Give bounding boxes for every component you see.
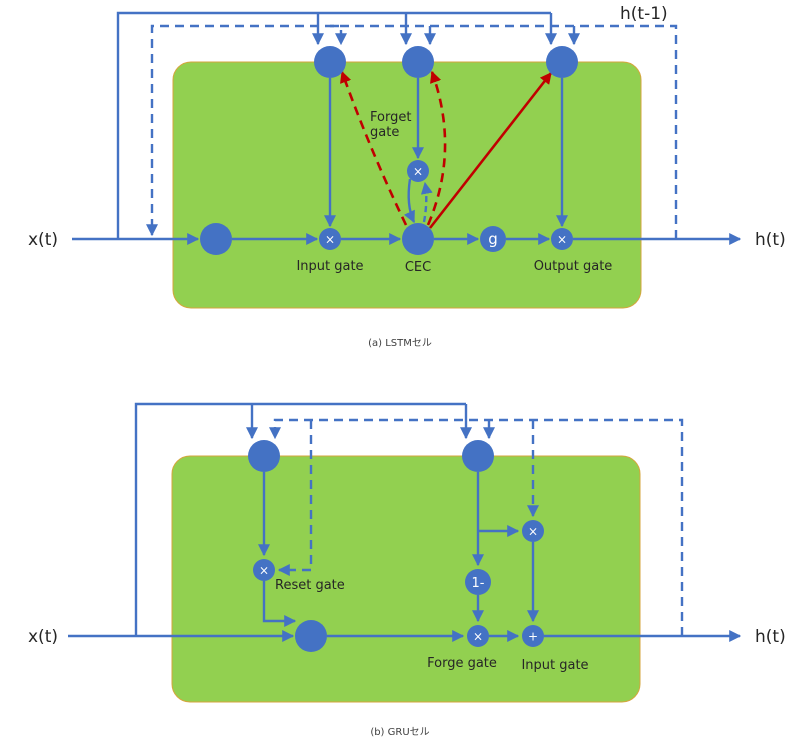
gru-reset-gate-label: Reset gate	[275, 578, 345, 593]
gru-forge-gate-label: Forge gate	[427, 656, 497, 671]
gru-reset-gate-node	[248, 440, 280, 472]
gru-forge-multiply-node	[467, 625, 489, 647]
lstm-cec-loop-down	[403, 178, 416, 224]
gru-multiply-symbol-input: ×	[528, 525, 538, 539]
lstm-input-gate-node	[314, 46, 346, 78]
gru-update-gate-node	[462, 440, 494, 472]
lstm-multiply-symbol-input: ×	[325, 233, 335, 247]
gru-input-gate-label: Input gate	[521, 658, 588, 673]
gru-input-feed-line	[134, 402, 466, 636]
lstm-output-gate-label: Output gate	[534, 259, 613, 274]
lstm-diagram: × × × g x(t) h(t) h(t-1) Forget gate Inp…	[28, 4, 786, 349]
lstm-forget-gate-label-2: gate	[370, 125, 399, 140]
lstm-cec-label: CEC	[405, 260, 431, 275]
lstm-output-gate-node	[546, 46, 578, 78]
gru-input-multiply-node	[522, 520, 544, 542]
lstm-cec-loop-up	[420, 181, 433, 223]
lstm-caption: (a) LSTMセル	[368, 337, 432, 349]
lstm-recurrent-to-input-gate	[330, 24, 347, 46]
lstm-multiply-symbol-output: ×	[557, 233, 567, 247]
gru-reset-to-candidate	[262, 581, 297, 627]
lstm-peephole-input	[340, 70, 408, 226]
lstm-peephole-forget	[426, 70, 447, 226]
gru-one-minus-node	[465, 569, 491, 595]
gru-multiply-symbol-forge: ×	[473, 630, 483, 644]
lstm-g-symbol: g	[488, 230, 498, 248]
gru-diagram: × × × + 1- x(t) h(t) Reset gate Forge ga…	[28, 402, 786, 738]
gru-h-label: h(t)	[755, 627, 786, 647]
lstm-multiply-symbol-forget: ×	[413, 165, 423, 179]
lstm-h-prev-label: h(t-1)	[620, 4, 668, 24]
lstm-output-multiply-node	[551, 228, 573, 250]
gru-x-label: x(t)	[28, 627, 58, 647]
gru-candidate-node	[295, 620, 327, 652]
gru-multiply-symbol-reset: ×	[259, 564, 269, 578]
lstm-recurrent-line	[146, 24, 678, 239]
lstm-peephole-output	[428, 72, 553, 229]
lstm-input-multiply-node	[319, 228, 341, 250]
gru-caption: (b) GRUセル	[370, 726, 429, 738]
gru-add-node	[522, 625, 544, 647]
lstm-forget-gate-node	[402, 46, 434, 78]
gru-recurrent-to-reset-mult	[277, 420, 313, 576]
lstm-x-label: x(t)	[28, 230, 58, 250]
gru-one-minus-symbol: 1-	[472, 576, 485, 591]
gru-add-symbol: +	[528, 630, 538, 644]
lstm-forget-gate-label-1: Forget	[370, 110, 411, 125]
lstm-g-node	[480, 226, 506, 252]
lstm-h-label: h(t)	[755, 230, 786, 250]
lstm-input-node	[200, 223, 232, 255]
lstm-forget-multiply-node	[407, 160, 429, 182]
gru-reset-multiply-node	[253, 559, 275, 581]
lstm-input-gate-label: Input gate	[296, 259, 363, 274]
lstm-cec-node	[402, 223, 434, 255]
gru-recurrent-line	[269, 418, 684, 636]
